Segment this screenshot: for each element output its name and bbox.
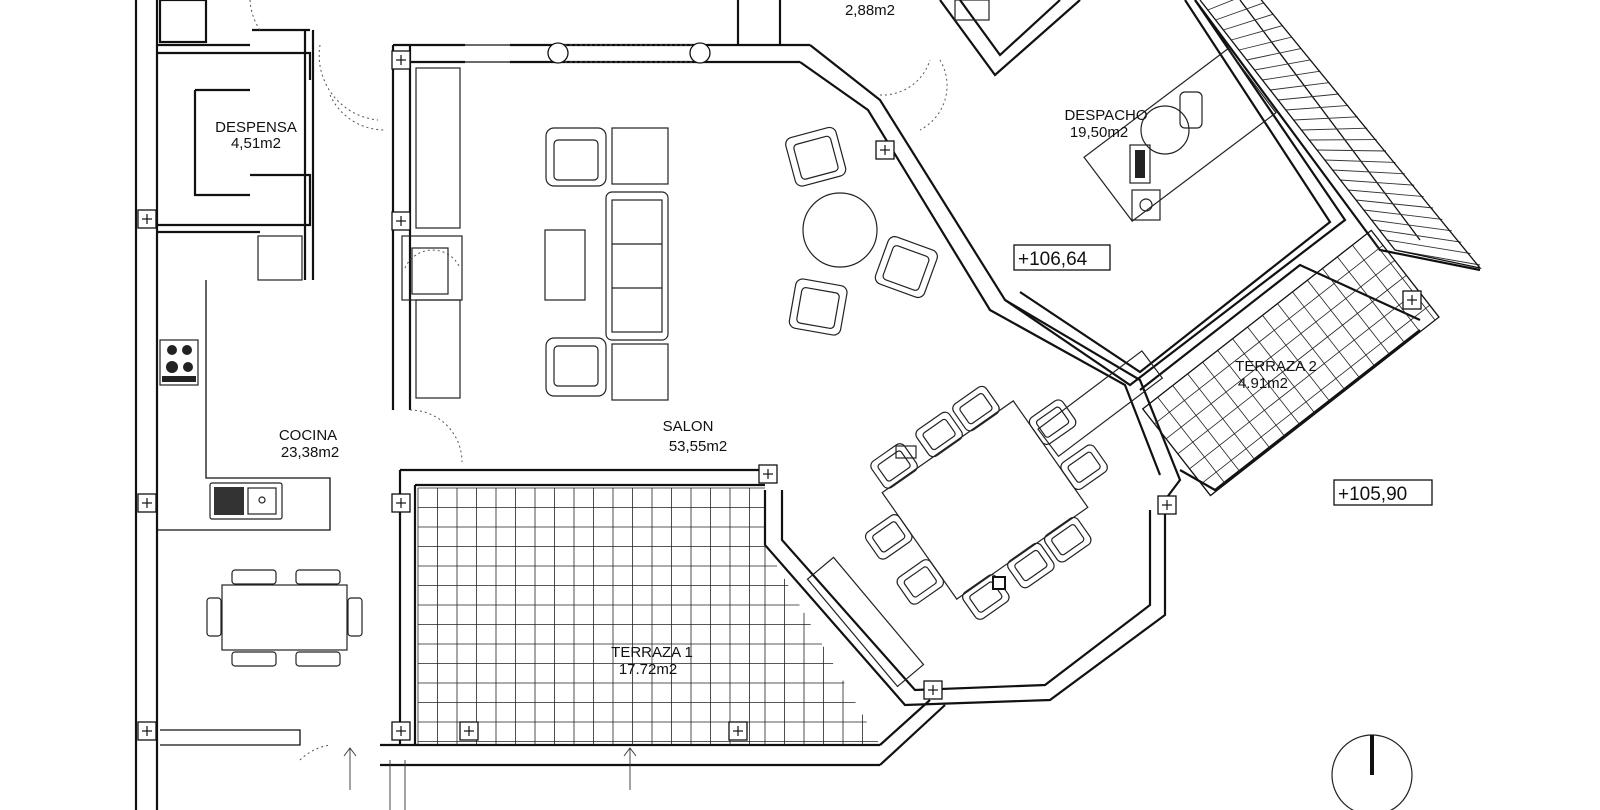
room-name-despacho: DESPACHO: [1064, 107, 1147, 124]
kitchen-table: [221, 584, 348, 651]
room-name-cocina: COCINA: [279, 427, 337, 444]
salon-fixtures: [401, 67, 1164, 688]
fireplace: [401, 235, 463, 301]
cooktop-icon: [159, 339, 199, 386]
round-table: [802, 192, 878, 268]
room-area-cocina: 23,38m2: [281, 444, 339, 461]
terraza1-tiles: [417, 487, 878, 745]
sofa: [605, 191, 669, 341]
room-name-terraza1: TERRAZA 1: [611, 644, 693, 661]
room-area-terraza2: 4.91m2: [1238, 375, 1288, 392]
room-name-despensa: DESPENSA: [215, 119, 297, 136]
computer-icon: [1131, 189, 1161, 221]
room-area-top: 2,88m2: [845, 2, 895, 19]
north-arrow-icon: [1331, 734, 1413, 810]
sink-icon: [209, 482, 283, 520]
room-area-despensa: 4,51m2: [231, 135, 281, 152]
level-marker-upper: +106,64: [1018, 249, 1088, 270]
level-marker-lower: +105,90: [1338, 484, 1407, 505]
walls: [134, 0, 1481, 810]
despacho-fixtures: [954, 0, 1277, 222]
column-circle: [547, 42, 569, 64]
entry-arrows: [343, 747, 637, 810]
room-name-terraza2: TERRAZA 2: [1235, 358, 1317, 375]
room-area-salon: 53,55m2: [669, 438, 727, 455]
room-name-salon: SALON: [663, 418, 714, 435]
door-swings: [249, 0, 948, 761]
kitchen-fixtures: [159, 235, 363, 667]
room-area-terraza1: 17.72m2: [619, 661, 677, 678]
roof-hatch: [1199, 0, 1482, 270]
structural-columns: [137, 50, 1422, 741]
terraza2-tiles: [1141, 229, 1440, 497]
column-circle: [689, 42, 711, 64]
dining-table: [881, 400, 1089, 600]
room-area-despacho: 19,50m2: [1070, 124, 1128, 141]
